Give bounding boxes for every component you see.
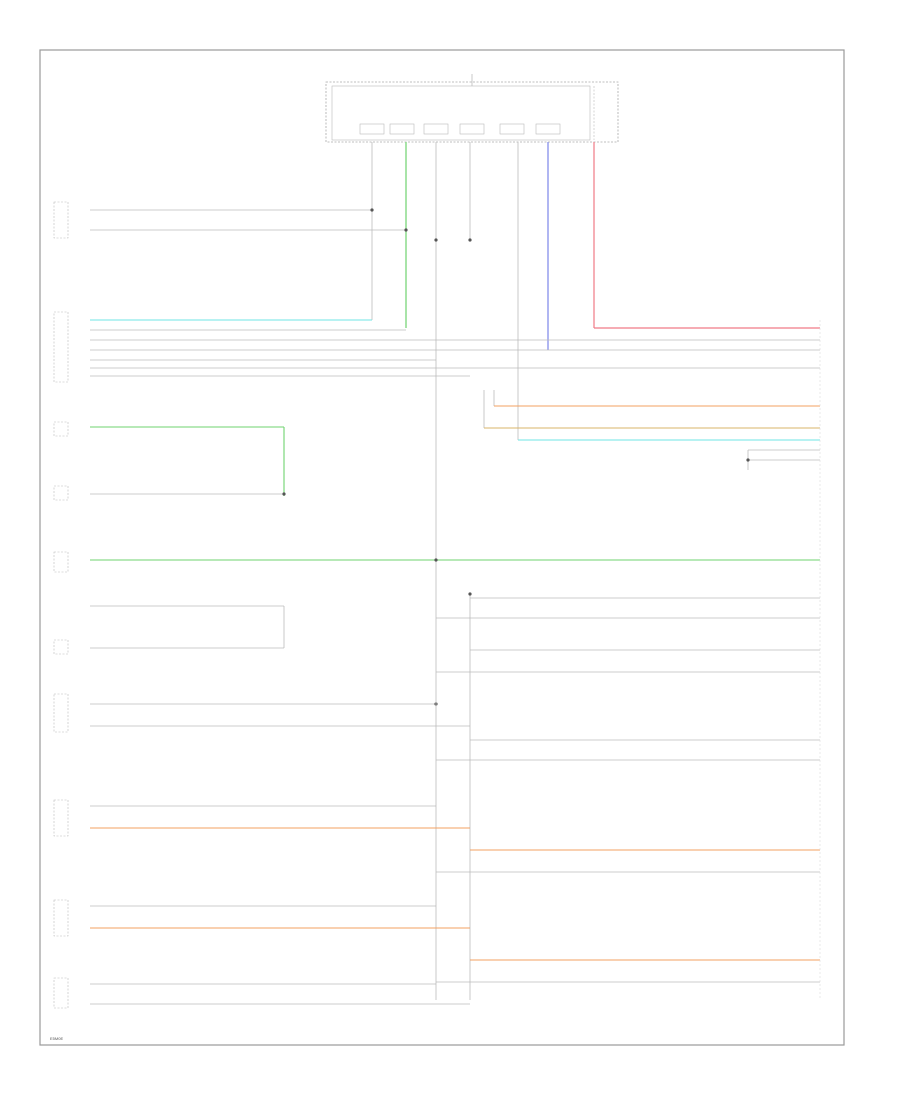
module-pin-block-1 [359, 123, 385, 135]
central-module [325, 74, 619, 143]
sensor-bracket-2 [53, 485, 69, 501]
center-bus [435, 592, 820, 1000]
module-pin-block-2 [389, 123, 415, 135]
splice-point [282, 492, 286, 496]
sensor-bracket [53, 421, 69, 437]
right-side-runs [483, 390, 820, 470]
module-drop-wires [371, 142, 595, 615]
page-code: E5M0E [50, 1036, 63, 1041]
lower-bracket-1 [53, 639, 69, 655]
connector-group-mid [53, 311, 820, 383]
lower-modules [53, 799, 470, 1009]
splice-point [468, 592, 472, 596]
splice-point [468, 238, 472, 242]
main-run-bracket [53, 551, 69, 573]
splice-point [434, 558, 438, 562]
module-pin-block-4 [459, 123, 485, 135]
module-pin-block-5 [499, 123, 525, 135]
module-inner-box [331, 85, 591, 141]
module-pin-block-6 [535, 123, 561, 135]
green-sensor-loop [53, 421, 286, 501]
lower-left-switches [53, 605, 470, 733]
lower-bracket-2 [53, 693, 69, 733]
page-frame [39, 49, 845, 1046]
lower-bracket-5 [53, 977, 69, 1009]
green-main-run [53, 551, 820, 573]
switch-group-top [53, 201, 472, 242]
ground-splice [746, 458, 750, 462]
module-pin-block-3 [423, 123, 449, 135]
module-outline [325, 81, 619, 143]
switch-group-top-bracket [53, 201, 69, 239]
splice-point [404, 228, 408, 232]
splice-point [370, 208, 374, 212]
lower-bracket-4 [53, 899, 69, 937]
connector-group-mid-bracket [53, 311, 69, 383]
splice-point [434, 238, 438, 242]
lower-bracket-3 [53, 799, 69, 837]
